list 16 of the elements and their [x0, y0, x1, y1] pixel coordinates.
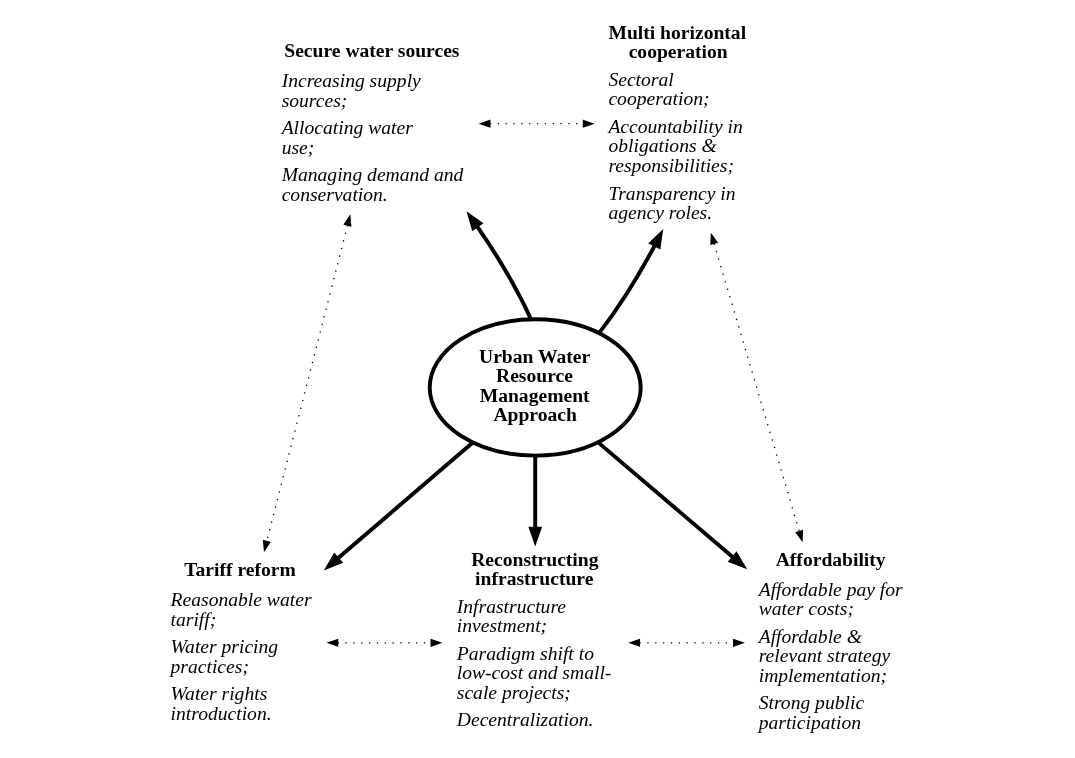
- arrow: [262, 214, 352, 553]
- arrow: [597, 229, 664, 335]
- arrow: [478, 119, 595, 128]
- arrow: [323, 441, 474, 571]
- node-text: Affordability Affordable pay for water costs; Affordable & relevant strategy implementation; Strong public participation: [758, 548, 903, 734]
- arrow: [710, 232, 804, 543]
- arrow: [596, 440, 748, 570]
- arrow: [326, 638, 443, 647]
- node-text: Multi horizontal cooperation Sectoral cooperation; Accountability in obligations & responsibilities; Transparency in agency roles.: [608, 21, 747, 224]
- arrow: [466, 211, 533, 320]
- node-ellipse: Urban Water Resource Management Approach: [427, 317, 643, 458]
- node-text: Reconstructing infrastructure Infrastructure investment; Paradigm shift to low-cost and small-scale projects; Decentralization.: [456, 548, 612, 731]
- arrow: [628, 638, 745, 647]
- node-text: Tariff reform Reasonable water tariff; Water pricing practices; Water rights introduction.: [170, 559, 312, 724]
- arrow: [528, 456, 543, 547]
- node-text: Secure water sources Increasing supply sources; Allocating water use; Managing demand and conservation.: [281, 40, 464, 205]
